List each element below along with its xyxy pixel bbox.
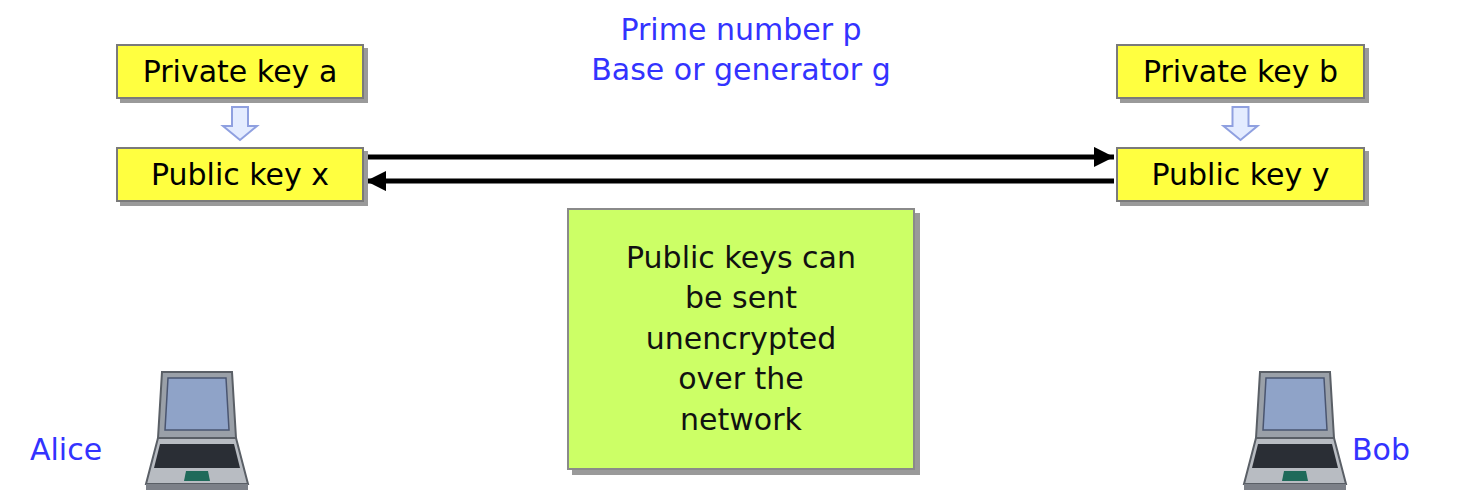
box-text: Private key a — [143, 54, 338, 90]
parameter-label: Base or generator g — [591, 52, 891, 88]
block-arrow — [223, 107, 257, 140]
box-text: Public keys can be sent unencrypted over… — [624, 238, 859, 441]
party-name: Bob — [1352, 432, 1410, 468]
private-key-box: Private key b — [1116, 44, 1365, 99]
laptop-icon — [146, 372, 248, 490]
parameter-label: Prime number p — [620, 12, 861, 48]
key-exchange-arrow — [366, 154, 1114, 159]
box-text: Public key x — [151, 157, 329, 193]
key-exchange-arrow — [366, 179, 1114, 184]
public-key-box: Public key x — [116, 147, 364, 202]
private-key-box: Private key a — [116, 44, 364, 99]
block-arrow — [1224, 107, 1258, 140]
party-name: Alice — [30, 432, 102, 468]
note-box: Public keys can be sent unencrypted over… — [567, 208, 915, 470]
box-text: Public key y — [1151, 157, 1329, 193]
public-key-box: Public key y — [1116, 147, 1365, 202]
box-text: Private key b — [1143, 54, 1338, 90]
laptop-icon — [1244, 372, 1346, 490]
